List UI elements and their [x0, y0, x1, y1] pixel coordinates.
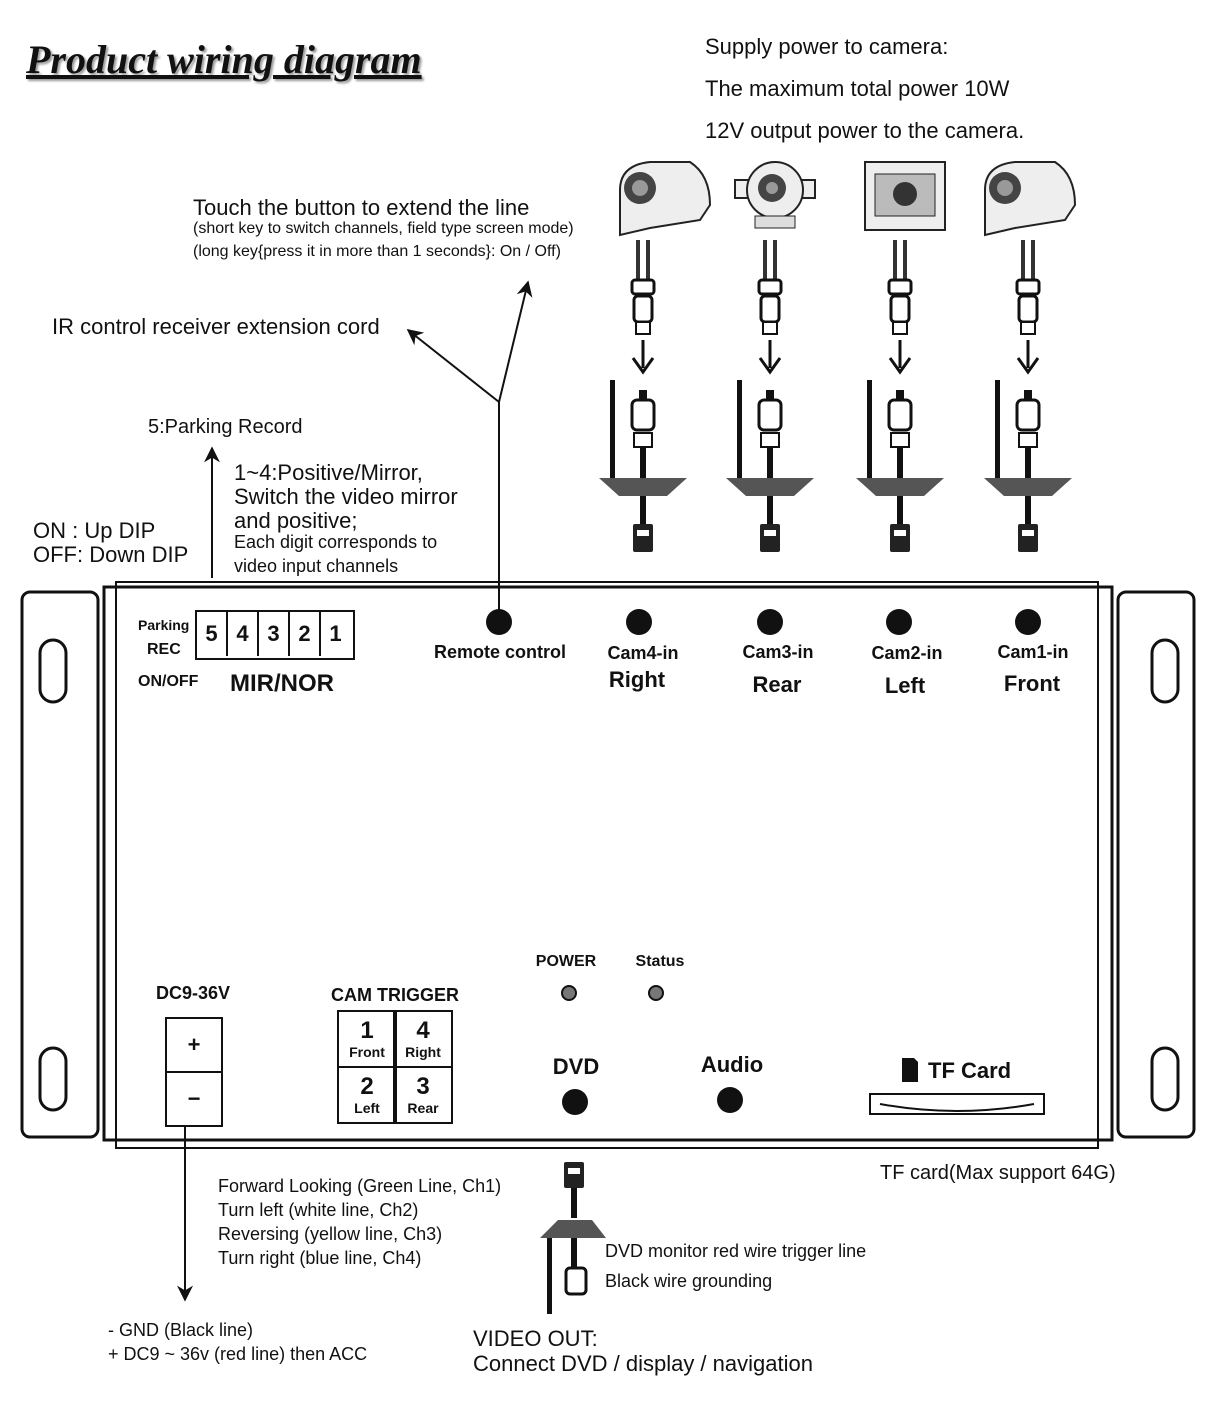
- parking-record-label: 5:Parking Record: [148, 416, 303, 438]
- cam1-port-label: Cam1-in: [997, 642, 1069, 662]
- camera-icon-left: [864, 161, 946, 231]
- cable-cam4: [597, 238, 689, 554]
- cable-cam3: [724, 238, 816, 554]
- cam4-position: Right: [608, 667, 666, 692]
- dip-switch-2[interactable]: 2: [290, 612, 321, 656]
- supply-line-1: Supply power to camera:: [705, 34, 949, 59]
- dip-switch-5[interactable]: 5: [197, 612, 228, 656]
- cam4-port: [626, 609, 652, 635]
- mirror-line-3: and positive;: [234, 508, 358, 533]
- ir-label: IR control receiver extension cord: [52, 314, 380, 339]
- trigger-num: 1: [360, 1017, 374, 1044]
- power-wire-line-2: + DC9 ~ 36v (red line) then ACC: [108, 1344, 368, 1364]
- dip-on-label: ON : Up DIP: [33, 518, 156, 543]
- dip-switch-3[interactable]: 3: [259, 612, 290, 656]
- touch-heading: Touch the button to extend the line: [193, 195, 530, 220]
- dvd-wire-line-2: Black wire grounding: [605, 1271, 773, 1291]
- camera-icon-rear: [734, 161, 816, 229]
- dip-on-off-label: ON/OFF: [138, 673, 199, 690]
- dip-switch-block: [195, 610, 355, 660]
- cam2-port: [886, 609, 912, 635]
- cam3-port: [757, 609, 783, 635]
- touch-line-2: (long key{press it in more than 1 second…: [193, 243, 561, 260]
- device-body: [102, 585, 1114, 1142]
- mirror-line-4: Each digit corresponds to: [234, 532, 438, 552]
- cable-cam2: [854, 238, 946, 554]
- remote-control-label: Remote control: [433, 642, 567, 662]
- audio-port: [717, 1087, 743, 1113]
- cam4-port-label: Cam4-in: [607, 643, 679, 663]
- cam1-port: [1015, 609, 1041, 635]
- dip-parking-label: Parking: [138, 617, 190, 633]
- power-wire-line-1: - GND (Black line): [108, 1320, 254, 1340]
- dc-label: DC9-36V: [156, 983, 231, 1003]
- cam3-position: Rear: [752, 672, 802, 697]
- trigger-name: Left: [354, 1100, 380, 1116]
- trigger-wire-line-2: Turn left (white line, Ch2): [218, 1200, 419, 1220]
- supply-line-2: The maximum total power 10W: [705, 76, 1010, 101]
- trigger-wire-line-4: Turn right (blue line, Ch4): [218, 1248, 422, 1268]
- trigger-wire-line-1: Forward Looking (Green Line, Ch1): [218, 1176, 502, 1196]
- trigger-name: Front: [349, 1044, 385, 1060]
- mir-nor-label: MIR/NOR: [230, 670, 334, 697]
- trigger-cell-rear: 3 Rear: [393, 1066, 453, 1124]
- mounting-ear-left: [20, 590, 100, 1139]
- camera-icon-front: [984, 161, 1077, 237]
- dvd-wire-line-1: DVD monitor red wire trigger line: [605, 1241, 867, 1261]
- dip-switch-1[interactable]: 1: [329, 621, 342, 646]
- touch-line-1: (short key to switch channels, field typ…: [193, 220, 574, 237]
- page-title: Product wiring diagram: [26, 37, 422, 82]
- cam-trigger-label: CAM TRIGGER: [331, 985, 459, 1005]
- mounting-ear-right: [1116, 590, 1196, 1139]
- video-out-cable: [540, 1162, 606, 1314]
- trigger-name: Rear: [407, 1100, 439, 1116]
- trigger-name: Right: [405, 1044, 441, 1060]
- cam2-position: Left: [884, 673, 926, 698]
- trigger-num: 3: [416, 1073, 430, 1100]
- sd-card-icon: [902, 1058, 918, 1082]
- dc-plus-terminal: +: [165, 1017, 223, 1073]
- mirror-line-2: Switch the video mirror: [234, 484, 458, 509]
- cable-cam1: [982, 238, 1074, 554]
- dc-minus-terminal: −: [165, 1071, 223, 1127]
- remote-control-port: [486, 609, 512, 635]
- camera-icon-right: [619, 161, 712, 237]
- tf-card-label: TF Card: [928, 1058, 1012, 1083]
- tf-card-note: TF card(Max support 64G): [880, 1162, 1116, 1184]
- supply-line-3: 12V output power to the camera.: [705, 118, 1025, 143]
- power-led-label: POWER: [535, 953, 597, 970]
- trigger-cell-right: 4 Right: [393, 1010, 453, 1068]
- cam3-port-label: Cam3-in: [742, 642, 814, 662]
- dvd-label: DVD: [552, 1054, 600, 1079]
- cam2-port-label: Cam2-in: [871, 643, 943, 663]
- trigger-cell-front: 1 Front: [337, 1010, 397, 1068]
- dvd-port: [562, 1089, 588, 1115]
- trigger-cell-left: 2 Left: [337, 1066, 397, 1124]
- mirror-line-5: video input channels: [234, 556, 399, 576]
- status-led-label: Status: [635, 953, 685, 970]
- trigger-num: 2: [360, 1073, 374, 1100]
- mirror-line-1: 1~4:Positive/Mirror,: [234, 460, 423, 485]
- video-out-line-2: Connect DVD / display / navigation: [473, 1351, 813, 1376]
- dip-off-label: OFF: Down DIP: [33, 542, 189, 567]
- trigger-num: 4: [416, 1017, 430, 1044]
- dip-rec-label: REC: [147, 641, 181, 658]
- audio-label: Audio: [700, 1052, 764, 1077]
- video-out-line-1: VIDEO OUT:: [473, 1326, 598, 1351]
- cam1-position: Front: [1003, 671, 1061, 696]
- dip-switch-4[interactable]: 4: [228, 612, 259, 656]
- status-led: [648, 985, 664, 1001]
- trigger-wire-line-3: Reversing (yellow line, Ch3): [218, 1224, 443, 1244]
- power-led: [561, 985, 577, 1001]
